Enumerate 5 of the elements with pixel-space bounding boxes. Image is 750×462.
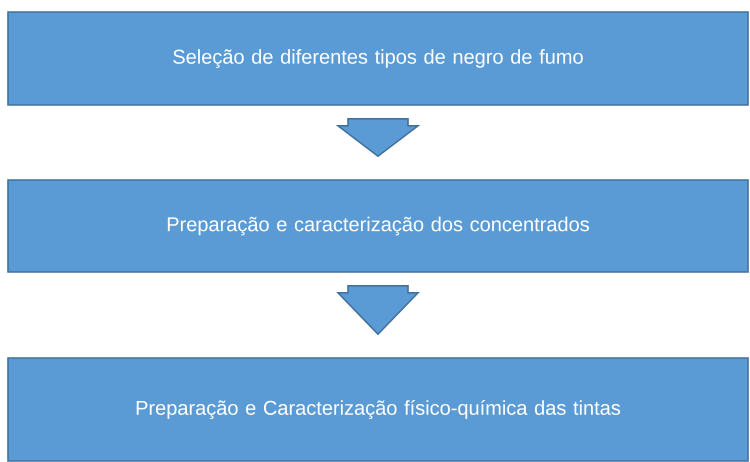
block-arrow — [336, 285, 420, 336]
process-box: Preparação e caracterização dos concentrados — [7, 179, 749, 273]
block-arrow — [336, 118, 420, 158]
process-box: Preparação e Caracterização físico-química das tintas — [7, 357, 749, 462]
process-box: Seleção de diferentes tipos de negro de fumo — [7, 11, 749, 106]
